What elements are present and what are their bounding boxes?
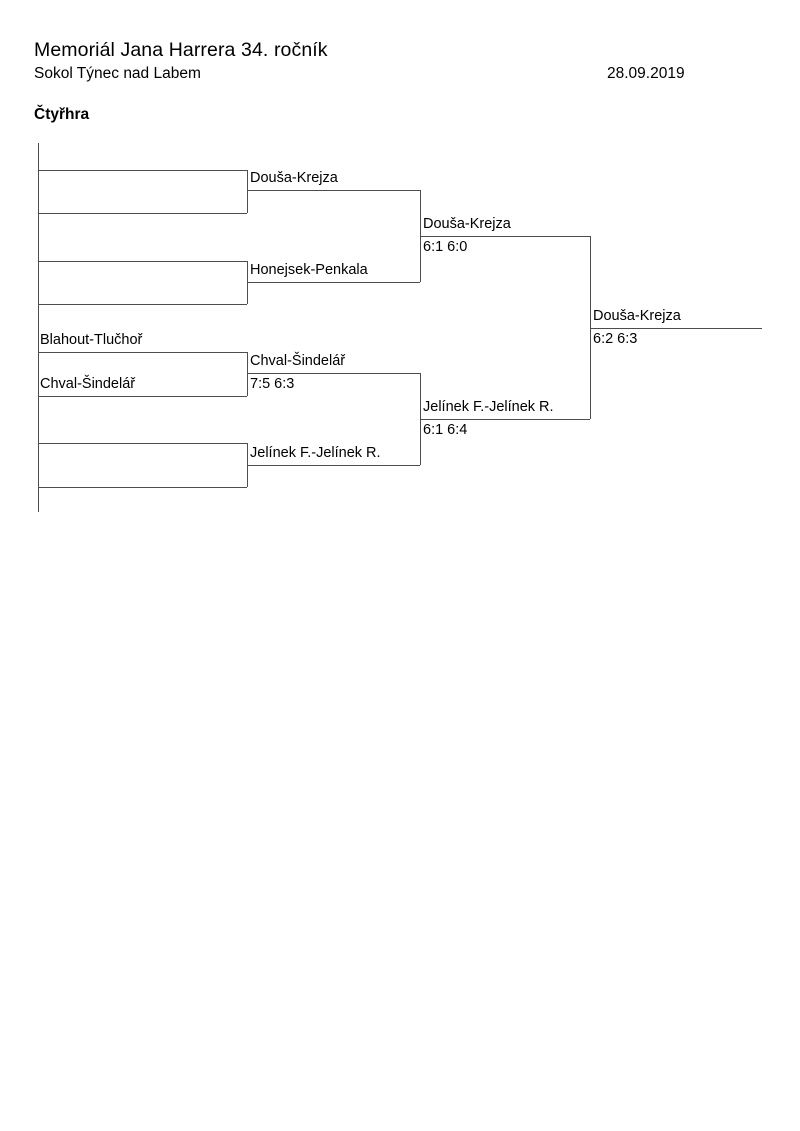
round1-spine <box>38 143 39 512</box>
event-date: 28.09.2019 <box>607 65 685 82</box>
round1-match3-top <box>38 352 247 353</box>
round1-match2-top <box>38 261 247 262</box>
section-title: Čtyřhra <box>34 106 90 123</box>
club-subtitle: Sokol Týnec nad Labem <box>34 65 201 82</box>
round1-match1-top <box>38 170 247 171</box>
sf-slot1-score: 6:1 6:0 <box>423 239 468 255</box>
qf-slot3-score: 7:5 6:3 <box>250 376 295 392</box>
final-winner: Douša-Krejza <box>593 308 681 324</box>
round1-match3-right <box>247 352 248 396</box>
round1-match2-bottom <box>38 304 247 305</box>
qf-slot4-line <box>247 465 420 466</box>
qf-slot1-player: Douša-Krejza <box>250 170 338 186</box>
qf-slot2-player: Honejsek-Penkala <box>250 262 368 278</box>
qf-slot1-line <box>247 190 420 191</box>
round1-match4-top <box>38 443 247 444</box>
sf-slot2-player: Jelínek F.-Jelínek R. <box>423 399 554 415</box>
sf-slot2-line <box>420 419 590 420</box>
round1-match3-entrant-1: Blahout-Tlučhoř <box>40 332 143 348</box>
round1-match3-bottom <box>38 396 247 397</box>
qf-slot3-line <box>247 373 420 374</box>
round1-match1-right <box>247 170 248 213</box>
round1-match4-bottom <box>38 487 247 488</box>
final-score: 6:2 6:3 <box>593 331 638 347</box>
sf-slot1-player: Douša-Krejza <box>423 216 511 232</box>
champion-line <box>590 328 762 329</box>
qf-slot3-player: Chval-Šindelář <box>250 353 346 369</box>
sf-slot1-line <box>420 236 590 237</box>
qf-slot4-player: Jelínek F.-Jelínek R. <box>250 445 381 461</box>
page-title: Memoriál Jana Harrera 34. ročník <box>34 39 328 61</box>
round1-match3-entrant-2: Chval-Šindelář <box>40 376 136 392</box>
final-connector <box>590 236 591 419</box>
qf-slot2-line <box>247 282 420 283</box>
round1-match1-bottom <box>38 213 247 214</box>
sf-slot2-score: 6:1 6:4 <box>423 422 468 438</box>
